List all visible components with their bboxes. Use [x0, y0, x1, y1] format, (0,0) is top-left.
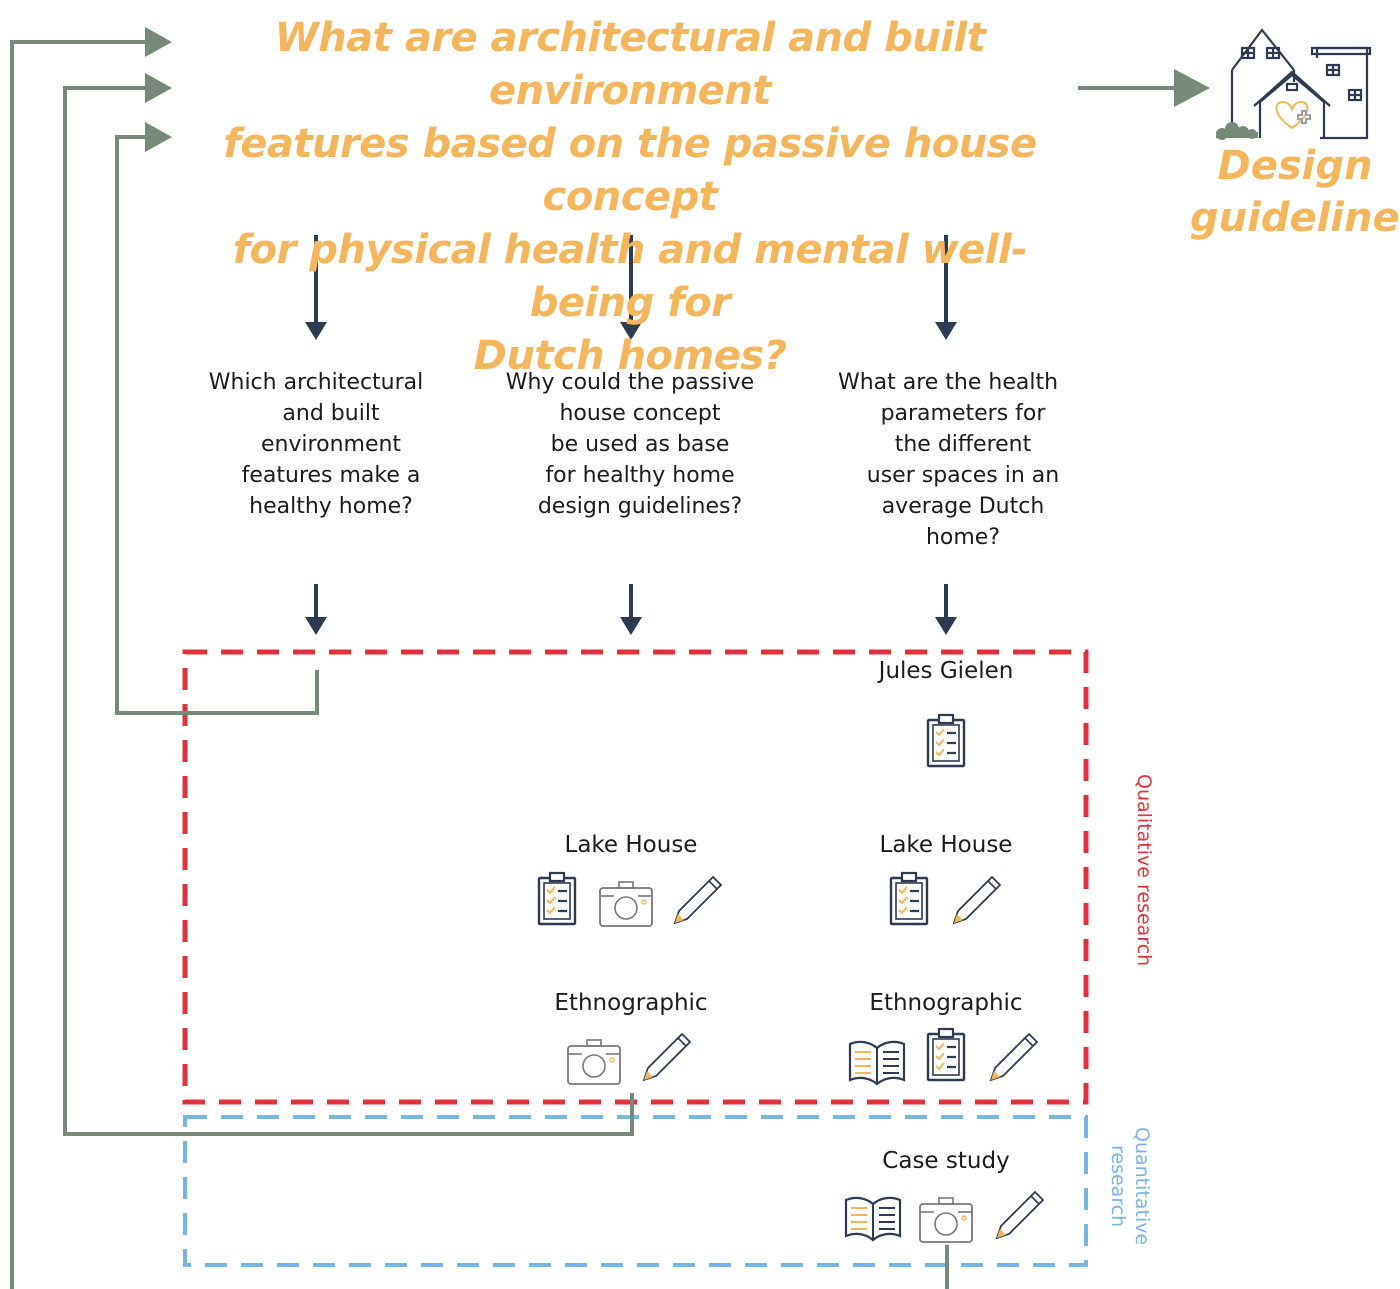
feedback-line-4 [10, 40, 150, 1289]
pencil-icon [674, 876, 722, 924]
feedback-arrowhead-2 [145, 73, 172, 103]
sub-question-line: parameters for [880, 401, 1046, 426]
feedback-line-1 [115, 135, 319, 715]
down-arrow-2-head [620, 322, 642, 340]
pencil-icon [990, 1033, 1038, 1081]
sub-question-line: average Dutch [881, 494, 1045, 519]
down-arrow-5-head [620, 617, 642, 635]
qualitative-region [182, 649, 1089, 1105]
sub-question-line: Why could the passive [505, 370, 755, 395]
pencil-icon [996, 1191, 1044, 1239]
down-arrow-4-head [305, 617, 327, 635]
pencil-icon [953, 876, 1001, 924]
sub-question-line: house concept [559, 401, 721, 426]
feedback-line-2 [63, 86, 634, 1136]
qualitative-research-label: Qualitative research [1133, 773, 1155, 967]
main-question-line: features based on the passive house conc… [223, 121, 1037, 220]
sub-question-line: user spaces in an [866, 463, 1060, 488]
clipboard-checklist-icon [537, 871, 577, 926]
case-label-jules-gielen: Jules Gielen [878, 658, 1014, 684]
case-label-lake-house: Lake House [564, 832, 698, 858]
pencil-icon [643, 1033, 691, 1081]
sub-question-line: and built [282, 401, 380, 426]
main-question: What are architectural and built environ… [180, 12, 1080, 383]
sub-question-line: Which architectural [208, 370, 424, 395]
camera-icon [567, 1039, 621, 1085]
sub-question-1: Which architectural and built environmen… [186, 367, 446, 522]
house-heart-icon [1216, 28, 1372, 140]
output-label: Design guidelines [1190, 140, 1400, 244]
sub-question-line: for healthy home [545, 463, 735, 488]
main-question-line: What are architectural and built environ… [274, 15, 986, 114]
quantitative-research-label: Quantitative research [1107, 1126, 1153, 1246]
sub-question-line: environment [260, 432, 402, 457]
open-book-icon [844, 1196, 902, 1242]
feedback-arrowhead-3 [145, 122, 172, 152]
output-arrowhead [1174, 69, 1210, 107]
sub-question-line: What are the health [837, 370, 1059, 395]
output-label-line: guidelines [1190, 195, 1400, 241]
case-label-ethnographic: Ethnographic [869, 990, 1023, 1016]
sub-question-3: What are the health parameters for the d… [823, 367, 1103, 553]
quantitative-region [183, 1115, 1088, 1267]
sub-question-line: design guidelines? [537, 494, 743, 519]
feedback-arrowhead-1 [145, 27, 172, 57]
clipboard-checklist-icon [926, 713, 966, 768]
camera-icon [919, 1197, 973, 1243]
sub-question-line: be used as base [550, 432, 730, 457]
main-question-line: for physical health and mental well-bein… [232, 227, 1028, 326]
sub-question-line: features make a [241, 463, 421, 488]
camera-icon [599, 881, 653, 927]
clipboard-checklist-icon [889, 871, 929, 926]
sub-question-line: healthy home? [249, 494, 413, 519]
clipboard-checklist-icon [926, 1027, 966, 1082]
sub-question-2: Why could the passive house concept be u… [490, 367, 790, 522]
case-label-lake-house: Lake House [879, 832, 1013, 858]
down-arrow-6-head [935, 617, 957, 635]
sub-question-line: the different [894, 432, 1032, 457]
main-question-line: Dutch homes? [473, 333, 787, 379]
open-book-icon [848, 1040, 906, 1086]
sub-question-line: home? [925, 525, 1001, 550]
case-label-ethnographic: Ethnographic [554, 990, 708, 1016]
case-label-case-study: Case study [882, 1148, 1010, 1174]
output-label-line: Design [1217, 143, 1373, 189]
down-arrow-3-head [935, 322, 957, 340]
down-arrow-1-head [305, 322, 327, 340]
